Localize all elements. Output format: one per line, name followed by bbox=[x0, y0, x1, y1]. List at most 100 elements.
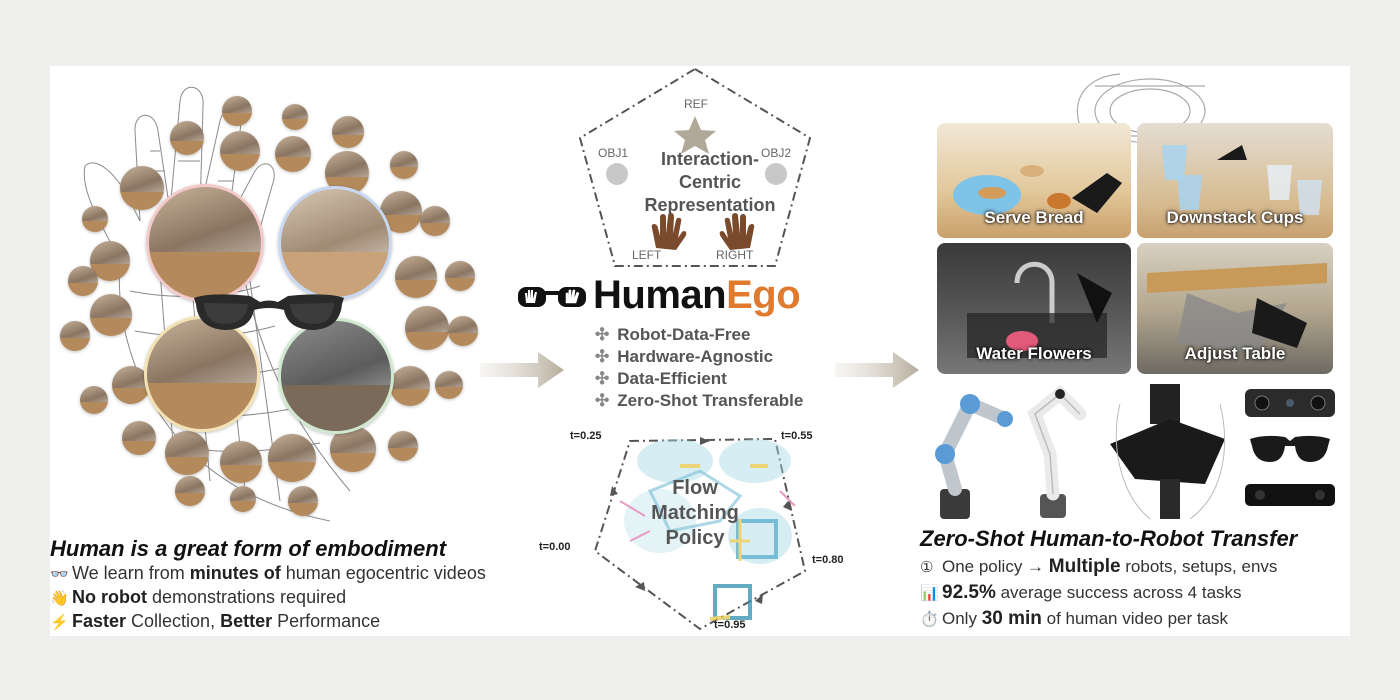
depth-camera-icon bbox=[1245, 389, 1335, 417]
video-thumb bbox=[230, 486, 256, 512]
video-thumb bbox=[170, 121, 204, 155]
task-label: Water Flowers bbox=[976, 344, 1092, 363]
ego-video-bubble bbox=[278, 318, 394, 434]
arrow-right-icon bbox=[480, 352, 564, 388]
task-label: Adjust Table bbox=[1184, 344, 1286, 363]
smart-glasses-icon bbox=[194, 294, 344, 330]
flow-matching-diagram bbox=[593, 437, 807, 631]
right-line-2: 📊92.5% average success across 4 tasks bbox=[920, 582, 1242, 603]
timestep-label: t=0.25 bbox=[570, 430, 602, 442]
obj1-label: OBJ1 bbox=[598, 146, 629, 160]
video-thumb bbox=[332, 116, 364, 148]
timestep-label: t=0.95 bbox=[714, 619, 746, 631]
franka-robot-arm-icon bbox=[1027, 385, 1087, 518]
stopwatch-icon: ⏱️ bbox=[920, 611, 939, 628]
hand-glasses-logo-icon bbox=[518, 287, 586, 307]
video-thumb bbox=[222, 96, 252, 126]
ego-video-bubble bbox=[278, 186, 392, 300]
serve-bread-scene-icon bbox=[953, 165, 1122, 215]
video-thumb bbox=[112, 366, 150, 404]
sparkle-icon: ✣ bbox=[595, 325, 610, 344]
video-thumb bbox=[90, 241, 130, 281]
lightning-icon: ⚡ bbox=[50, 614, 69, 631]
task-label: Downstack Cups bbox=[1166, 208, 1304, 227]
left-label: LEFT bbox=[632, 248, 662, 262]
video-thumb bbox=[80, 386, 108, 414]
arrow-right-icon bbox=[835, 352, 919, 388]
feature-item: ✣Data-Efficient bbox=[595, 369, 727, 388]
left-line-2: 👋No robot demonstrations required bbox=[50, 587, 347, 607]
video-thumb bbox=[388, 431, 418, 461]
circled-one-icon: ① bbox=[920, 559, 934, 576]
ref-label: REF bbox=[684, 97, 708, 111]
ur-robot-arm-icon bbox=[935, 394, 1013, 519]
left-line-1: 👓We learn from minutes of human egocentr… bbox=[50, 563, 486, 583]
right-title: Zero-Shot Human-to-Robot Transfer bbox=[920, 526, 1298, 551]
table-scene-icon bbox=[1147, 263, 1327, 353]
figure-panel: Human is a great form of embodiment 👓We … bbox=[50, 66, 1350, 636]
gripper-robot-icon bbox=[1110, 384, 1225, 520]
task-serve-bread: Serve Bread bbox=[937, 123, 1131, 238]
video-thumb bbox=[282, 104, 308, 130]
feature-item: ✣Robot-Data-Free bbox=[595, 325, 751, 344]
video-thumb bbox=[420, 206, 450, 236]
video-thumb bbox=[90, 294, 132, 336]
task-water-flowers: Water Flowers bbox=[937, 243, 1131, 374]
video-thumb bbox=[120, 166, 164, 210]
video-thumb bbox=[405, 306, 449, 350]
feature-item: ✣Hardware-Agnostic bbox=[595, 347, 774, 366]
glasses-icon: 👓 bbox=[50, 566, 69, 583]
video-thumb bbox=[390, 151, 418, 179]
left-line-3: ⚡Faster Collection, Better Performance bbox=[50, 611, 381, 631]
video-thumb bbox=[165, 431, 209, 475]
video-thumb bbox=[395, 256, 437, 298]
video-thumb bbox=[220, 131, 260, 171]
video-thumb bbox=[275, 136, 311, 172]
task-label: Serve Bread bbox=[984, 208, 1084, 227]
video-thumb bbox=[390, 366, 430, 406]
right-line-3: ⏱️Only 30 min of human video per task bbox=[920, 608, 1229, 629]
video-thumb bbox=[122, 421, 156, 455]
video-thumb bbox=[435, 371, 463, 399]
video-thumb bbox=[175, 476, 205, 506]
representation-title: Interaction- Centric Representation bbox=[644, 149, 776, 215]
feature-item: ✣Zero-Shot Transferable bbox=[595, 391, 804, 410]
sparkle-icon: ✣ bbox=[595, 391, 610, 410]
timestep-label: t=0.00 bbox=[539, 541, 571, 553]
left-title: Human is a great form of embodiment bbox=[50, 536, 447, 561]
sparkle-icon: ✣ bbox=[595, 369, 610, 388]
video-thumb bbox=[288, 486, 318, 516]
flow-matching-title: Flow Matching Policy bbox=[651, 477, 739, 549]
video-thumb bbox=[82, 206, 108, 232]
cups-scene-icon bbox=[1162, 145, 1322, 215]
obj2-label: OBJ2 bbox=[761, 146, 792, 160]
depth-camera-icon bbox=[1245, 484, 1335, 506]
waving-hand-icon: 👋 bbox=[50, 590, 69, 607]
video-thumb bbox=[268, 434, 316, 482]
reference-star-icon bbox=[674, 116, 716, 154]
video-thumb bbox=[220, 441, 262, 483]
bar-chart-icon: 📊 bbox=[920, 585, 939, 602]
task-downstack-cups: Downstack Cups bbox=[1137, 123, 1333, 238]
pentagon-diagram bbox=[578, 67, 812, 267]
task-adjust-table: Adjust Table bbox=[1137, 243, 1333, 374]
right-label: RIGHT bbox=[716, 248, 754, 262]
humanego-title: HumanEgo bbox=[593, 273, 801, 317]
timestep-label: t=0.80 bbox=[812, 554, 844, 566]
smart-glasses-icon bbox=[1250, 435, 1330, 462]
sink-scene-icon bbox=[967, 261, 1112, 358]
timestep-label: t=0.55 bbox=[781, 430, 813, 442]
ego-video-bubble bbox=[146, 184, 264, 302]
ego-video-bubble bbox=[144, 316, 260, 432]
robots-and-sensors bbox=[935, 384, 1335, 520]
left-hand-icon bbox=[651, 213, 687, 250]
right-hand-icon bbox=[719, 213, 755, 250]
video-thumb bbox=[60, 321, 90, 351]
object2-marker bbox=[765, 163, 787, 185]
video-thumb bbox=[445, 261, 475, 291]
object1-marker bbox=[606, 163, 628, 185]
video-thumb bbox=[68, 266, 98, 296]
video-thumb bbox=[448, 316, 478, 346]
sparkle-icon: ✣ bbox=[595, 347, 610, 366]
